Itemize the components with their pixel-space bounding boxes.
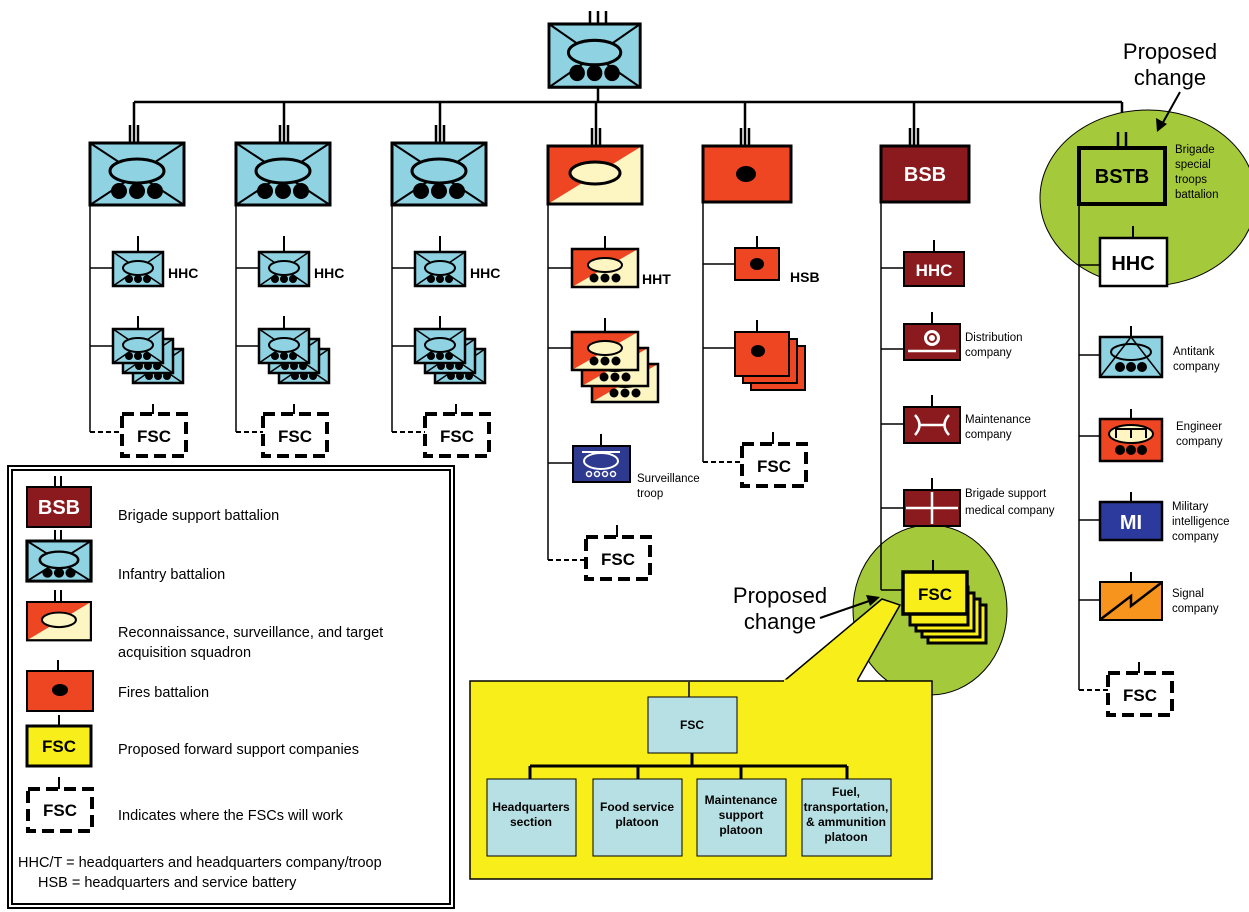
fires-battalion [701,128,808,488]
distribution-company-symbol [903,323,961,361]
surveillance-label-1: Surveillance [637,473,700,485]
fsc-detail-callout [469,598,933,880]
engineer-label-1: Engineer [1176,421,1222,433]
fsc-child-3-line-2: support [719,808,764,822]
legend-fsc-symbol: FSC [42,737,76,756]
fsc-label-3: FSC [440,427,474,446]
bsb-battalion [879,128,988,645]
bstb-desc-3: troops [1175,174,1207,186]
infantry-battalion-2 [234,125,332,458]
legend-fsc-dashed-symbol: FSC [43,801,77,820]
legend-rsta-text-1: Reconnaissance, surveillance, and target [118,625,383,641]
fsc-detail-root: FSC [680,718,704,732]
bsb-label: BSB [904,164,946,186]
maintenance-label-1: Maintenance [965,414,1031,426]
hhc-bstb-label: HHC [1111,253,1154,275]
mi-label: MI [1120,512,1142,534]
bstb-desc-4: battalion [1175,189,1218,201]
fsc-child-3-line-1: Maintenance [705,793,778,807]
proposed-change-arrows [819,91,1181,619]
hhc-label-2: HHC [314,265,344,281]
antitank-label-2: company [1173,361,1220,373]
signal-label-2: company [1172,603,1219,615]
medical-company-symbol [903,489,961,527]
mi-desc-2: intelligence [1172,516,1230,528]
legend-infantry-text: Infantry battalion [118,567,225,583]
proposed-top-line1: Proposed [1123,39,1217,64]
legend-bsb-text: Brigade support battalion [118,508,279,524]
engineer-company-symbol [1098,417,1164,463]
infantry-battalion-3 [390,125,491,458]
mi-company-symbol [1098,500,1164,542]
annotation-top: Proposed change [1123,39,1217,90]
legend-bsb-symbol: BSB [38,497,80,519]
legend-box [7,465,455,909]
proposed-mid-line1: Proposed [733,583,827,608]
fsc-child-4-line-1: Fuel, [832,785,860,799]
fsc-label-4: FSC [601,550,635,569]
maintenance-label-2: company [965,429,1012,441]
distribution-label-2: company [965,347,1012,359]
hhc-label-1: HHC [168,265,198,281]
distribution-label-1: Distribution [965,332,1023,344]
infantry-battalion-1 [88,125,188,458]
legend-fires-text: Fires battalion [118,685,209,701]
hht-label: HHT [642,271,671,287]
proposed-top-line2: change [1134,65,1206,90]
surveillance-troop-symbol [572,445,631,483]
fsc-child-4-line-4: platoon [824,830,867,844]
medical-label-2: medical company [965,505,1055,517]
fsc-label-1: FSC [137,427,171,446]
medical-label-1: Brigade support [965,488,1047,500]
legend-proposed-fsc-text: Proposed forward support companies [118,742,359,758]
fsc-label-5: FSC [757,457,791,476]
bstb-battalion [1077,132,1174,717]
bstb-desc-1: Brigade [1175,144,1215,156]
bstb-desc-2: special [1175,159,1211,171]
legend-fsc-work-text: Indicates where the FSCs will work [118,808,344,824]
proposed-mid-line2: change [744,609,816,634]
annotation-mid: Proposed change [733,583,827,634]
antitank-label-1: Antitank [1173,346,1215,358]
legend-note-2: HSB = headquarters and service battery [38,875,297,891]
engineer-label-2: company [1176,436,1223,448]
surveillance-label-2: troop [637,488,663,500]
bstb-label: BSTB [1095,166,1149,188]
fsc-child-3-line-3: platoon [719,823,762,837]
mi-desc-1: Military [1172,501,1209,513]
hhc-bsb-label: HHC [916,261,953,280]
brigade-hq-symbol [547,11,642,89]
fsc-label-6: FSC [1123,686,1157,705]
signal-label-1: Signal [1172,588,1204,600]
fsc-label-2: FSC [278,427,312,446]
fsc-child-2-line-1: Food service [600,800,674,814]
fsc-child-1-line-1: Headquarters [492,800,570,814]
fsc-child-1-line-2: section [510,815,552,829]
mi-desc-3: company [1172,531,1219,543]
fsc-child-2-line-2: platoon [615,815,658,829]
legend-note-1: HHC/T = headquarters and headquarters co… [18,855,382,871]
hsb-label: HSB [790,269,820,285]
antitank-company-symbol [1098,335,1164,379]
rsta-squadron [546,128,660,581]
proposed-fsc-stack [901,570,988,645]
legend-rsta-text-2: acquisition squadron [118,645,251,661]
signal-company-symbol [1099,581,1163,621]
fsc-child-4-line-2: transportation, [804,800,889,814]
maintenance-company-symbol [903,406,961,444]
fsc-proposed-label: FSC [918,585,952,604]
hhc-label-3: HHC [470,265,500,281]
fsc-child-4-line-3: & ammunition [806,815,886,829]
top-connector [132,88,1124,145]
